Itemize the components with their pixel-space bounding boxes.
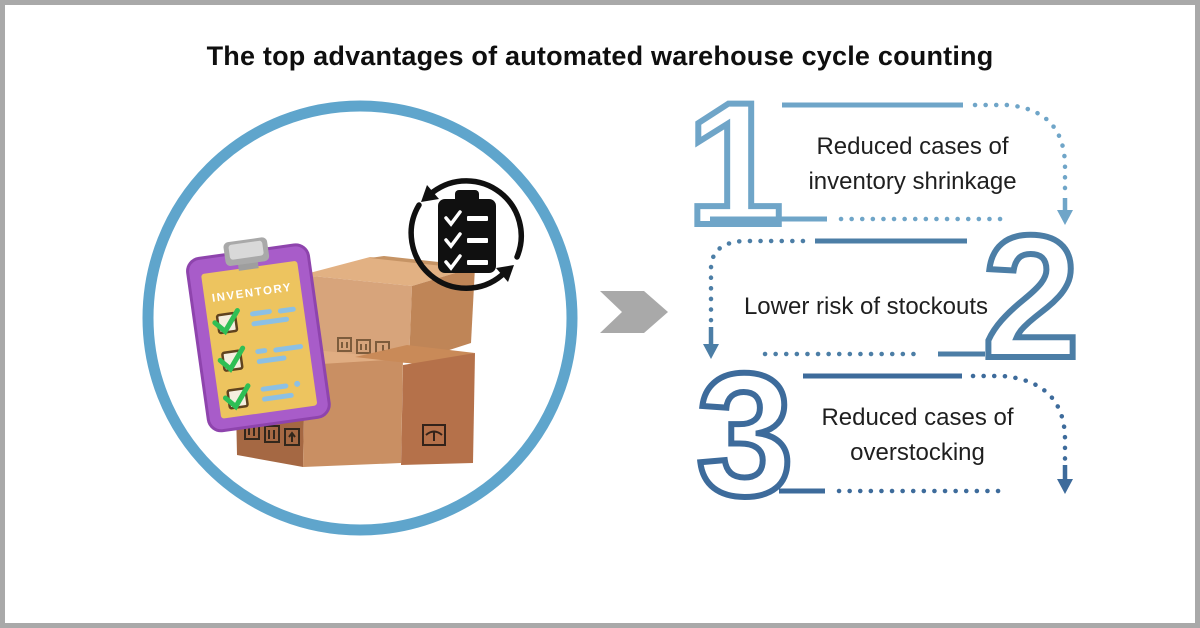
checklist-row	[212, 306, 296, 336]
illustration-circle	[142, 100, 578, 536]
inventory-clipboard: INVENTORY	[186, 237, 331, 433]
flow-arrow-icon	[600, 291, 668, 333]
icon-clipboard-rows	[444, 210, 488, 271]
down-arrowhead-icon	[1057, 479, 1073, 494]
cycle-clipboard-icon	[408, 178, 524, 291]
cycle-arrow-bottom	[408, 202, 505, 291]
check-icon	[222, 383, 251, 411]
flow-arrow-shape	[600, 291, 668, 333]
top-box-side	[409, 267, 475, 363]
down-arrowhead-icon	[1057, 210, 1073, 225]
advantage-1-label: Reduced cases of inventory shrinkage	[808, 133, 1017, 195]
down-arrowhead-icon	[703, 344, 719, 359]
check-icon	[217, 345, 246, 373]
advantage-1-number: 1	[686, 67, 783, 262]
cycle-arrowhead-right	[496, 265, 514, 282]
clipboard-checklist	[212, 306, 304, 411]
checklist-row	[217, 344, 304, 373]
cycle-arrow-top	[430, 178, 524, 260]
advantage-2-connectors: 2	[708, 197, 1083, 398]
check-icon	[212, 307, 240, 336]
right-box-front	[401, 353, 475, 465]
advantage-1-connectors: 1	[683, 64, 1068, 265]
connector-dotted-curve	[970, 373, 1068, 465]
checklist-row	[222, 380, 301, 411]
cycle-arrowhead-left	[421, 185, 439, 202]
advantage-3-label: Reduced cases of overstocking	[821, 404, 1014, 466]
clipboard-paper	[201, 261, 317, 419]
page-title: The top advantages of automated warehous…	[206, 41, 994, 71]
advantage-3-number: 3	[696, 338, 793, 533]
advantage-2-number: 2	[982, 200, 1079, 395]
advantage-2-label: Lower risk of stockouts	[743, 293, 989, 320]
warehouse-illustration: INVENTORY	[142, 100, 578, 536]
clipboard-clip-highlight	[228, 240, 264, 260]
connector-dotted-curve	[708, 238, 806, 326]
right-box-umbrella-icon	[422, 424, 446, 446]
advantages-flow: 1 2 3	[683, 64, 1083, 536]
advantage-3-connectors: 3	[693, 335, 1068, 536]
